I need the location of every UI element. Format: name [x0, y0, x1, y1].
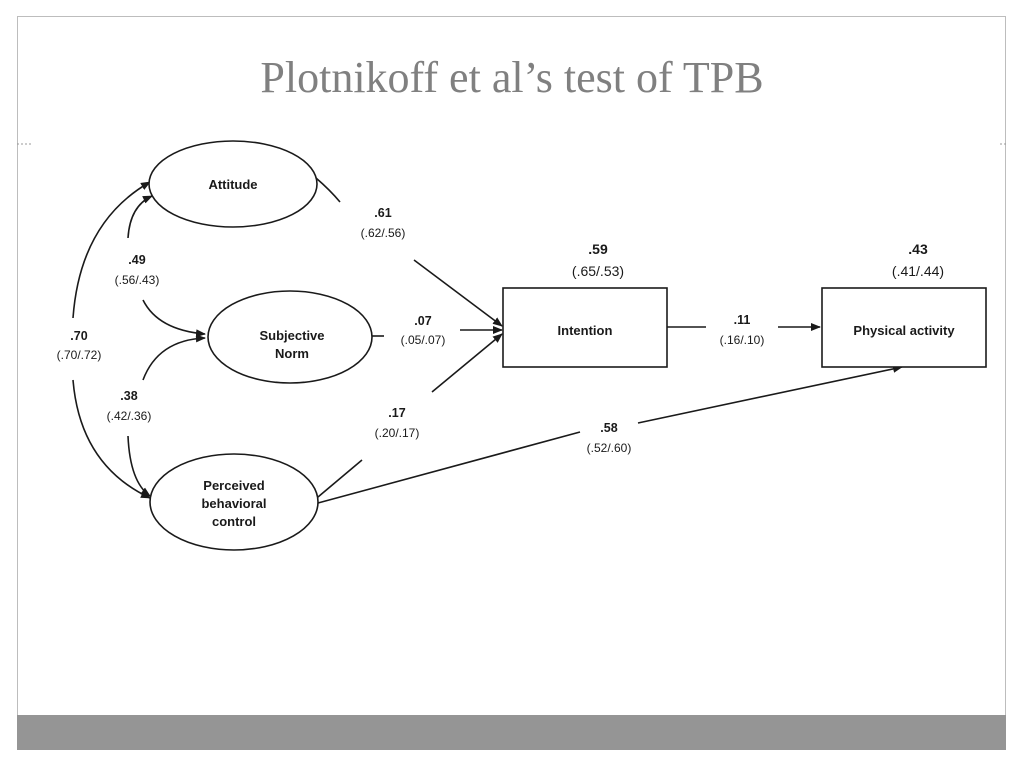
intention-box — [502, 287, 668, 368]
arrow-attitude-intention — [315, 177, 341, 203]
coef-pbc-activity-sub: (.52/.60) — [587, 441, 632, 455]
coef-intention-activity-sub: (.16/.10) — [720, 333, 765, 347]
arrow-norm-pbc-to-pbc — [127, 435, 151, 497]
coef-pbc-intention-main: .17 — [388, 406, 405, 420]
arrow-attitude-norm-to-norm — [142, 299, 206, 338]
intention-variance-main: .59 — [588, 241, 608, 257]
node-attitude: Attitude — [148, 140, 318, 228]
pbc-label-line1: Perceived — [203, 478, 264, 493]
variance-labels: .59 (.65/.53) .43 (.41/.44) — [572, 241, 944, 279]
coef-attitude-pbc-main: .70 — [70, 329, 87, 343]
physical-activity-box — [821, 287, 987, 368]
node-pbc: Perceived behavioral control — [149, 453, 319, 551]
coef-norm-pbc-main: .38 — [120, 389, 137, 403]
coef-norm-pbc-sub: (.42/.36) — [107, 409, 152, 423]
pbc-ellipse — [149, 453, 319, 551]
physical-activity-label: Physical activity — [853, 323, 955, 338]
arrow-pbc-activity-left — [317, 431, 581, 504]
coef-attitude-pbc-sub: (.70/.72) — [57, 348, 102, 362]
pbc-label-line3: control — [212, 514, 256, 529]
node-intention: Intention — [502, 287, 668, 368]
arrow-attitude-pbc-to-pbc — [72, 379, 151, 499]
coef-intention-activity-main: .11 — [734, 313, 751, 327]
intention-variance-sub: (.65/.53) — [572, 263, 624, 279]
correlation-arrows — [72, 181, 206, 499]
pbc-label-line2: behavioral — [201, 496, 266, 511]
path-arrows — [315, 177, 903, 504]
arrow-attitude-norm-to-attitude — [127, 195, 153, 239]
activity-variance-sub: (.41/.44) — [892, 263, 944, 279]
coef-attitude-intention-main: .61 — [374, 206, 391, 220]
node-physical-activity: Physical activity — [821, 287, 987, 368]
activity-variance-main: .43 — [908, 241, 928, 257]
coef-attitude-intention-sub: (.62/.56) — [361, 226, 406, 240]
arrow-norm-pbc-to-norm — [142, 334, 206, 381]
arrow-pbc-intention-upper — [431, 333, 503, 393]
slide-title: Plotnikoff et al’s test of TPB — [260, 53, 764, 102]
intention-label: Intention — [558, 323, 613, 338]
coefficient-labels: .61 (.62/.56) .07 (.05/.07) .17 (.20/.17… — [57, 206, 765, 455]
subjective-norm-label-line2: Norm — [275, 346, 309, 361]
arrow-pbc-activity-right — [637, 364, 903, 424]
subjective-norm-ellipse — [207, 290, 373, 384]
coef-pbc-activity-main: .58 — [600, 421, 617, 435]
slide-frame — [17, 16, 1006, 750]
coef-norm-intention-sub: (.05/.07) — [401, 333, 446, 347]
coef-norm-intention-main: .07 — [414, 314, 431, 328]
attitude-ellipse — [148, 140, 318, 228]
node-subjective-norm: Subjective Norm — [207, 290, 373, 384]
coef-attitude-norm-main: .49 — [128, 253, 145, 267]
coef-attitude-norm-sub: (.56/.43) — [115, 273, 160, 287]
arrow-attitude-pbc-to-attitude — [72, 181, 151, 319]
subjective-norm-label-line1: Subjective — [259, 328, 324, 343]
arrow-attitude-intention-lower — [413, 259, 503, 327]
coef-pbc-intention-sub: (.20/.17) — [375, 426, 420, 440]
attitude-label: Attitude — [208, 177, 257, 192]
footer-bar — [17, 715, 1006, 750]
arrow-pbc-intention-lower — [317, 459, 363, 498]
